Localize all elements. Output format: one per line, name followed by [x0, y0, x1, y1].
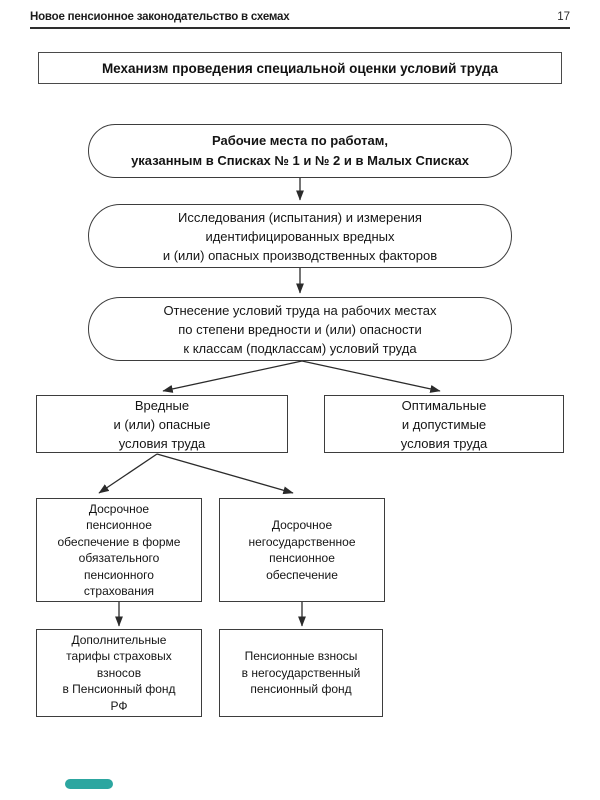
flow-node-optimal-conditions-label: Оптимальные и допустимые условия труда: [400, 397, 488, 451]
flow-node-pension-contributions-label: Пенсионные взносы в негосударственный пе…: [241, 649, 361, 697]
footer-progress-bar: [65, 779, 113, 789]
arrow-classify-optimal: [301, 360, 441, 393]
header-page-number: 17: [557, 11, 570, 23]
arrow-harmful-early-state: [98, 453, 158, 494]
flow-node-classification-label: Отнесение условий труда на рабочих места…: [163, 302, 437, 356]
flow-node-pension-contributions: Пенсионные взносы в негосударственный пе…: [219, 629, 383, 717]
flow-node-workplaces: Рабочие места по работам, указанным в Сп…: [88, 124, 512, 178]
flow-node-workplaces-label: Рабочие места по работам, указанным в Сп…: [131, 133, 469, 168]
flow-node-classification: Отнесение условий труда на рабочих места…: [88, 297, 512, 361]
diagram-title: Механизм проведения специальной оценки у…: [101, 60, 499, 76]
flow-node-early-private-pension-label: Досрочное негосударственное пенсионное о…: [248, 518, 356, 582]
arrow-harmful-early-private: [156, 453, 294, 495]
flow-node-research-label: Исследования (испытания) и измерения иде…: [162, 209, 438, 263]
header-rule: [30, 27, 570, 29]
flow-node-optimal-conditions: Оптимальные и допустимые условия труда: [324, 395, 564, 453]
flow-node-harmful-conditions-label: Вредные и (или) опасные условия труда: [113, 397, 211, 451]
arrow-classify-harmful: [162, 360, 303, 393]
flow-node-additional-tariffs: Дополнительные тарифы страховых взносов …: [36, 629, 202, 717]
diagram-title-box: Механизм проведения специальной оценки у…: [38, 52, 562, 84]
flow-node-additional-tariffs-label: Дополнительные тарифы страховых взносов …: [62, 632, 176, 713]
header-book-title: Новое пенсионное законодательство в схем…: [30, 11, 290, 23]
flow-node-early-state-pension: Досрочное пенсионное обеспечение в форме…: [36, 498, 202, 602]
flow-node-early-private-pension: Досрочное негосударственное пенсионное о…: [219, 498, 385, 602]
flow-node-early-state-pension-label: Досрочное пенсионное обеспечение в форме…: [57, 501, 181, 599]
flow-node-research: Исследования (испытания) и измерения иде…: [88, 204, 512, 268]
flow-node-harmful-conditions: Вредные и (или) опасные условия труда: [36, 395, 288, 453]
